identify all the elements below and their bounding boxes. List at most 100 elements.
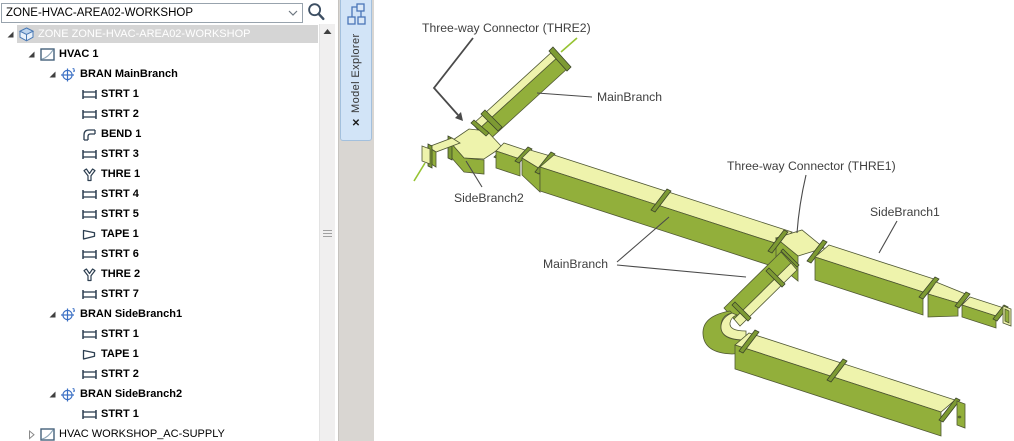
chevron-down-icon[interactable] xyxy=(284,9,302,17)
expand-arrow-expanded[interactable] xyxy=(46,309,59,320)
tree-row-body[interactable]: STRT 7 xyxy=(80,285,145,303)
tree-row-body[interactable]: THRE 2 xyxy=(80,265,146,283)
tree-row-body[interactable]: STRT 5 xyxy=(80,205,145,223)
annotation-leaders xyxy=(432,37,898,278)
tree-row[interactable]: THRE 2 xyxy=(0,264,318,284)
tree-row-label: STRT 4 xyxy=(101,188,139,200)
tree-row[interactable]: HVAC WORKSHOP_AC-SUPPLY xyxy=(0,424,318,441)
tree-row[interactable]: THRE 1 xyxy=(0,164,318,184)
expand-arrow-expanded[interactable] xyxy=(46,389,59,400)
strt-icon xyxy=(81,147,98,162)
tree-row[interactable]: STRT 3 xyxy=(0,144,318,164)
strt-icon xyxy=(81,207,98,222)
duct-mainbranch-strt7[interactable] xyxy=(472,37,578,142)
tree-row-label: STRT 1 xyxy=(101,408,139,420)
tree-row-body[interactable]: STRT 1 xyxy=(80,405,145,423)
tab-model-explorer[interactable]: Model Explorer ✕ xyxy=(340,0,372,141)
magnifier-icon xyxy=(305,1,327,26)
strt-icon xyxy=(81,87,98,102)
zone-icon xyxy=(18,26,35,42)
tree-row-body[interactable]: BRAN SideBranch2 xyxy=(59,385,188,403)
strt-icon xyxy=(81,287,98,302)
tree-row-body[interactable]: STRT 3 xyxy=(80,145,145,163)
label-three-way-connector-thre2: Three-way Connector (THRE2) xyxy=(422,21,591,35)
duct-sidebranch1[interactable] xyxy=(814,244,1012,329)
tree-row-body[interactable]: THRE 1 xyxy=(80,165,146,183)
scrollbar-grip[interactable] xyxy=(323,228,332,239)
strt-icon xyxy=(81,407,98,422)
expand-arrow-expanded[interactable] xyxy=(46,69,59,80)
tree-row-body[interactable]: STRT 6 xyxy=(80,245,145,263)
tree-row-label: THRE 2 xyxy=(101,268,141,280)
expand-arrow-collapsed[interactable] xyxy=(25,429,38,440)
tree-row[interactable]: STRT 7 xyxy=(0,284,318,304)
tree-row-label: TAPE 1 xyxy=(101,348,139,360)
model-explorer-panel: ZONE-HVAC-AREA02-WORKSHOP ZONE ZONE-HVAC… xyxy=(0,0,338,441)
tree-row[interactable]: BRAN SideBranch1 xyxy=(0,304,318,324)
tree-row[interactable]: STRT 1 xyxy=(0,84,318,104)
strt-icon xyxy=(81,327,98,342)
tree-row-label: TAPE 1 xyxy=(101,228,139,240)
strt-icon xyxy=(81,187,98,202)
duct-mainbranch-narrow[interactable] xyxy=(495,142,556,193)
3d-viewport[interactable]: Three-way Connector (THRE2) MainBranch S… xyxy=(374,0,1014,441)
tree-row[interactable]: STRT 5 xyxy=(0,204,318,224)
label-sidebranch1: SideBranch1 xyxy=(870,205,940,219)
search-combobox[interactable]: ZONE-HVAC-AREA02-WORKSHOP xyxy=(1,3,303,23)
tree-row-label: BRAN SideBranch1 xyxy=(80,308,183,320)
tree-row[interactable]: BRAN MainBranch xyxy=(0,64,318,84)
tree-row-body[interactable]: HVAC 1 xyxy=(38,45,105,63)
tree-row-label: BRAN SideBranch2 xyxy=(80,388,183,400)
tree-row[interactable]: BEND 1 xyxy=(0,124,318,144)
scroll-up-arrow[interactable] xyxy=(320,28,335,35)
hvac-3d-scene: Three-way Connector (THRE2) MainBranch S… xyxy=(413,21,1012,437)
tree-row-body[interactable]: STRT 2 xyxy=(80,105,145,123)
tree-row[interactable]: STRT 2 xyxy=(0,364,318,384)
tree-row-label: STRT 6 xyxy=(101,248,139,260)
bran-icon xyxy=(60,307,77,322)
expand-arrow-expanded[interactable] xyxy=(25,49,38,60)
tree-row-label: HVAC 1 xyxy=(59,48,99,60)
tree-row-body[interactable]: BRAN SideBranch1 xyxy=(59,305,188,323)
tree-scrollbar[interactable] xyxy=(319,24,335,441)
tree-row-body[interactable]: STRT 1 xyxy=(80,85,145,103)
tree-row[interactable]: ZONE ZONE-HVAC-AREA02-WORKSHOP xyxy=(0,24,318,44)
tape-icon xyxy=(81,347,98,362)
label-three-way-connector-thre1: Three-way Connector (THRE1) xyxy=(727,159,896,173)
tree-row-label: STRT 2 xyxy=(101,108,139,120)
tree-row-body[interactable]: HVAC WORKSHOP_AC-SUPPLY xyxy=(38,425,231,441)
duct-mainbranch-bottom[interactable] xyxy=(734,329,966,437)
close-icon[interactable]: ✕ xyxy=(351,118,361,129)
tree-row-label: ZONE ZONE-HVAC-AREA02-WORKSHOP xyxy=(38,28,251,40)
tree-row-label: STRT 1 xyxy=(101,88,139,100)
tree-row[interactable]: STRT 1 xyxy=(0,404,318,424)
thre-icon xyxy=(81,167,98,182)
tape-icon xyxy=(81,227,98,242)
tree-row[interactable]: STRT 6 xyxy=(0,244,318,264)
search-button[interactable] xyxy=(303,2,329,24)
tree-row[interactable]: STRT 1 xyxy=(0,324,318,344)
search-input[interactable]: ZONE-HVAC-AREA02-WORKSHOP xyxy=(6,7,194,19)
tab-model-explorer-label: Model Explorer xyxy=(350,33,362,113)
tree: ZONE ZONE-HVAC-AREA02-WORKSHOP HVAC 1 BRAN… xyxy=(0,24,318,441)
tree-row-body[interactable]: BEND 1 xyxy=(80,125,147,143)
tree-row-body[interactable]: TAPE 1 xyxy=(80,345,145,363)
label-mainbranch-bottom: MainBranch xyxy=(543,257,608,271)
tree-row-body[interactable]: STRT 2 xyxy=(80,365,145,383)
tree-row[interactable]: STRT 2 xyxy=(0,104,318,124)
tree-row[interactable]: HVAC 1 xyxy=(0,44,318,64)
tree-row-body[interactable]: BRAN MainBranch xyxy=(59,65,184,83)
tree-row-label: BRAN MainBranch xyxy=(80,68,178,80)
tree-row[interactable]: BRAN SideBranch2 xyxy=(0,384,318,404)
duct-sidebranch2[interactable] xyxy=(413,137,461,182)
tree-row[interactable]: STRT 4 xyxy=(0,184,318,204)
tree-row-body[interactable]: ZONE ZONE-HVAC-AREA02-WORKSHOP xyxy=(17,25,318,43)
tree-row-body[interactable]: TAPE 1 xyxy=(80,225,145,243)
duct-mainbranch-riser[interactable] xyxy=(723,251,798,327)
tree-row-label: HVAC WORKSHOP_AC-SUPPLY xyxy=(59,428,225,440)
tree-row[interactable]: TAPE 1 xyxy=(0,344,318,364)
tree-row[interactable]: TAPE 1 xyxy=(0,224,318,244)
tree-row-body[interactable]: STRT 1 xyxy=(80,325,145,343)
tree-row-body[interactable]: STRT 4 xyxy=(80,185,145,203)
expand-arrow-expanded[interactable] xyxy=(4,29,17,40)
